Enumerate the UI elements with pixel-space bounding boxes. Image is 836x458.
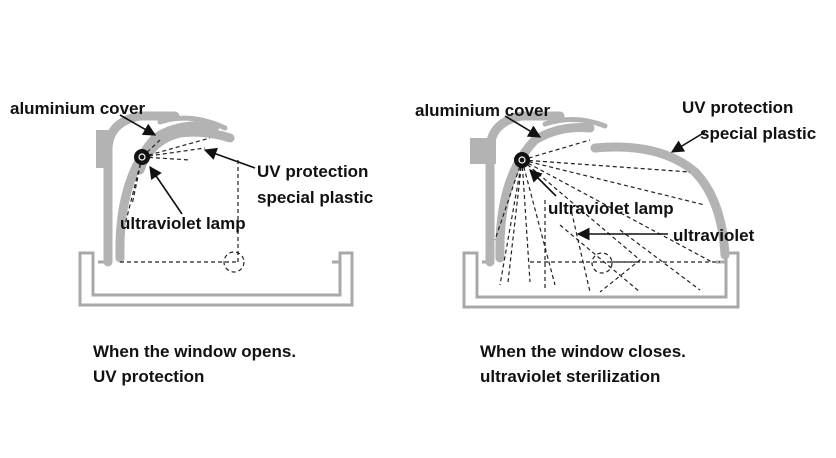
right-caption-line1: When the window closes.: [480, 342, 686, 361]
right-rays: [494, 139, 720, 293]
left-lamp-pointer: [149, 165, 183, 215]
left-plastic-pointer: [203, 147, 256, 169]
right-label-ultraviolet: ultraviolet: [673, 226, 755, 245]
right-panel-closed: aluminium cover UV protection special pl…: [415, 98, 816, 386]
right-tray: [462, 251, 740, 309]
left-housing-block: [96, 130, 110, 168]
left-label-ultraviolet-lamp: ultraviolet lamp: [120, 214, 246, 233]
right-lamp-pointer: [529, 169, 557, 197]
right-aluminium-cover: [542, 117, 608, 129]
left-rays: [120, 137, 245, 273]
right-caption-line2: ultraviolet sterilization: [480, 367, 660, 386]
right-housing-block: [470, 138, 496, 164]
right-label-ultraviolet-lamp: ultraviolet lamp: [548, 199, 674, 218]
left-swivel-circle: [223, 251, 245, 273]
left-caption-line1: When the window opens.: [93, 342, 296, 361]
right-cover-pointer: [504, 115, 542, 138]
right-housing: [470, 111, 608, 267]
left-panel-open: aluminium cover UV protection special pl…: [10, 99, 373, 386]
right-plastic-pointer: [670, 131, 706, 153]
right-uv-lamp: [514, 152, 530, 168]
left-cover-pointer: [119, 114, 157, 136]
left-label-uv-protection: UV protection: [257, 162, 368, 181]
left-aluminium-cover: [157, 115, 228, 131]
left-caption-line2: UV protection: [93, 367, 204, 386]
left-label-aluminium-cover: aluminium cover: [10, 99, 145, 118]
right-label-special-plastic: special plastic: [700, 124, 816, 143]
right-label-aluminium-cover: aluminium cover: [415, 101, 550, 120]
left-label-special-plastic: special plastic: [257, 188, 373, 207]
right-label-uv-protection: UV protection: [682, 98, 793, 117]
right-swivel-circle: [591, 252, 613, 274]
left-uv-lamp: [134, 149, 150, 165]
right-uv-plastic-dome: [590, 142, 730, 260]
